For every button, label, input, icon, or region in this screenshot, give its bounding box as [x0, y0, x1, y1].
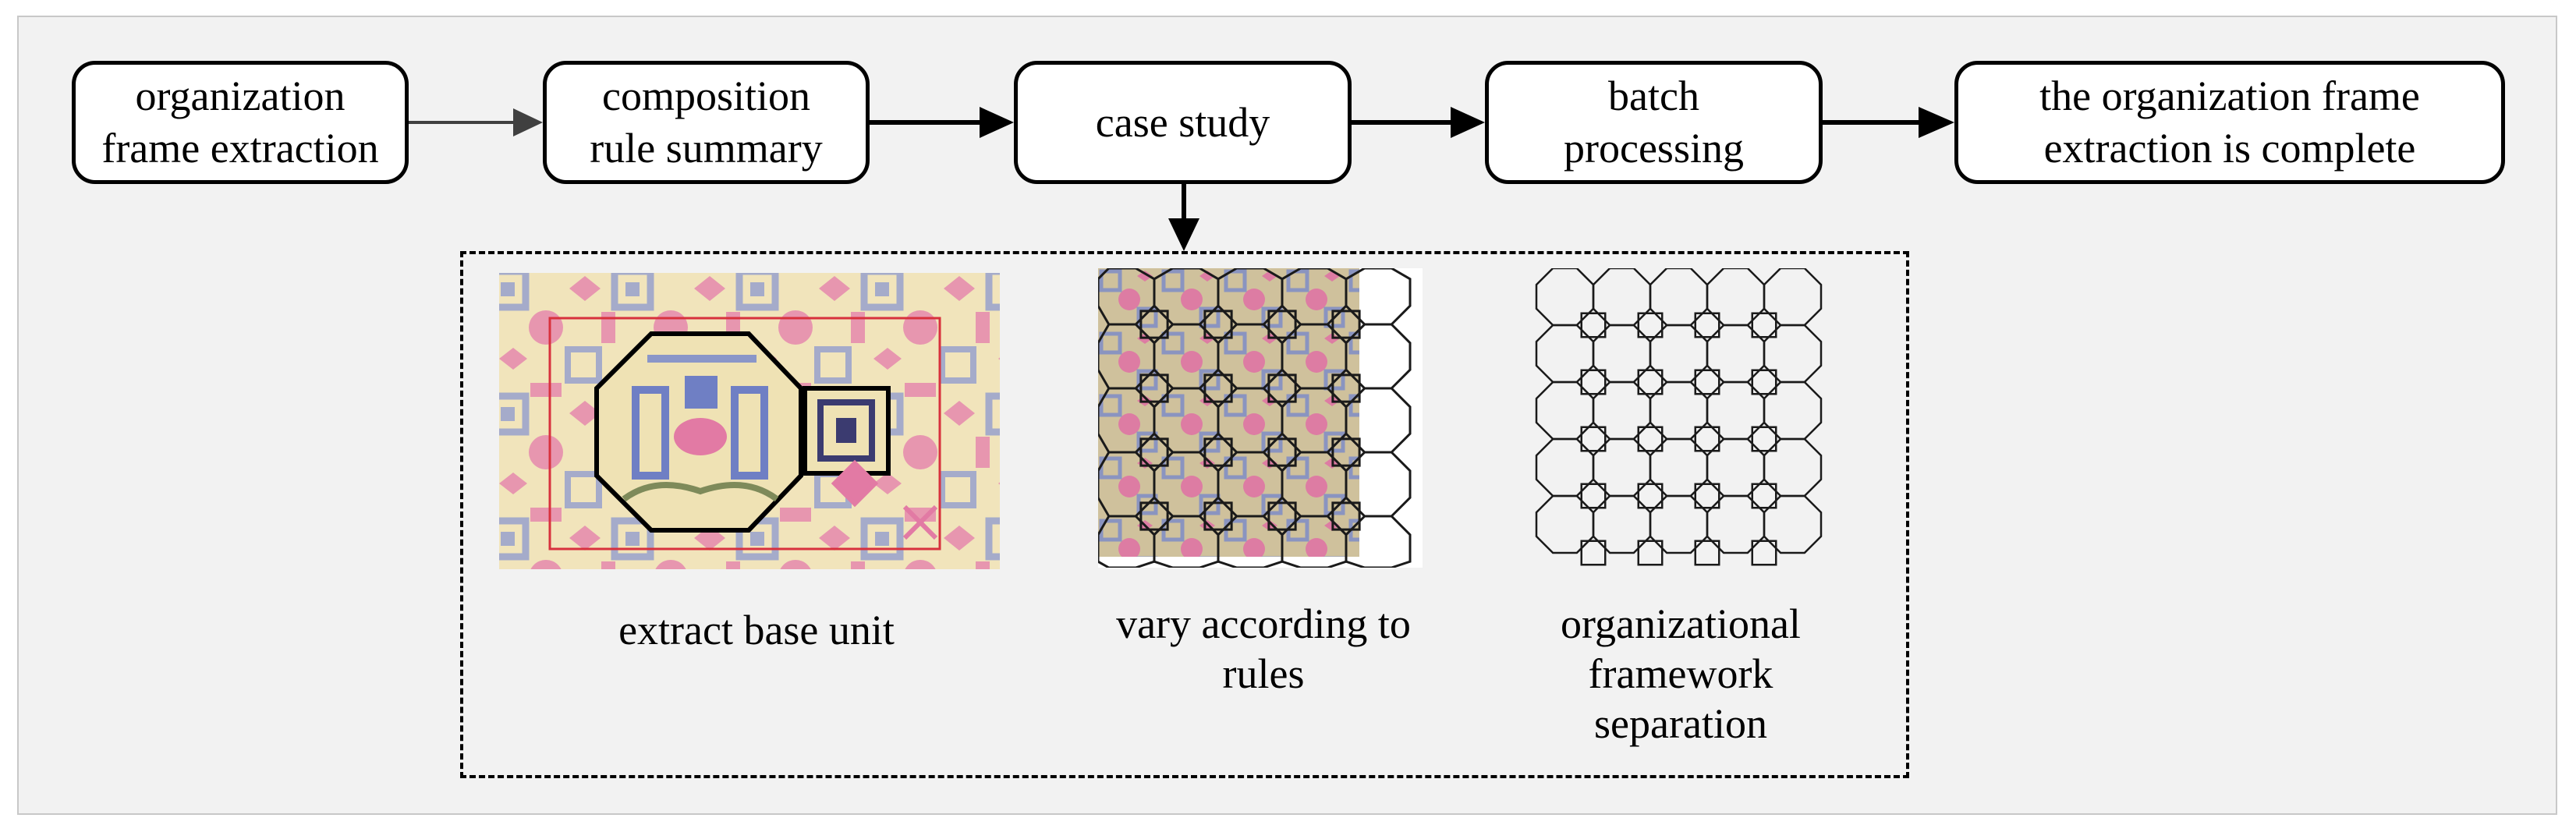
- square-cell: [1580, 426, 1607, 452]
- varied-pattern-image: [1098, 268, 1423, 568]
- step-label: composition rule summary: [590, 73, 823, 172]
- caption-vary-according-to-rules: vary according to rules: [1088, 599, 1439, 699]
- square-cell: [1331, 374, 1361, 403]
- step-label: batch processing: [1564, 73, 1744, 172]
- caption-text: extract base unit: [618, 607, 895, 653]
- framework-separation-image: [1535, 268, 1831, 568]
- square-cell: [1694, 369, 1720, 395]
- step-batch-processing: batch processing: [1485, 61, 1823, 184]
- square-cell: [1751, 426, 1777, 452]
- square-cell: [1580, 540, 1607, 566]
- octagon-grid-overlay: [1098, 268, 1412, 568]
- base-unit-fabric-image: [499, 273, 1000, 569]
- octagon-cell: [1535, 494, 1595, 554]
- square-cell: [1751, 369, 1777, 395]
- base-unit-square-motif: [817, 399, 875, 462]
- square-cell: [1267, 501, 1297, 531]
- caption-text: organizational framework separation: [1561, 600, 1801, 747]
- square-cell: [1694, 540, 1720, 566]
- octagon-cell: [1592, 494, 1652, 554]
- step-case-study: case study: [1014, 61, 1352, 184]
- square-cell: [1694, 312, 1720, 338]
- square-cell: [1267, 374, 1297, 403]
- square-cell: [1637, 369, 1664, 395]
- square-cell: [1751, 312, 1777, 338]
- arrow-extraction-to-summary: [409, 108, 543, 136]
- caption-organizational-framework-separation: organizational framework separation: [1505, 599, 1856, 749]
- square-cell: [1637, 312, 1664, 338]
- square-cell: [1751, 483, 1777, 509]
- square-cell: [1203, 437, 1233, 467]
- octagon-cell: [1217, 515, 1284, 568]
- step-label: case study: [1095, 98, 1270, 146]
- step-organization-frame-extraction: organization frame extraction: [72, 61, 409, 184]
- case-study-detail-frame: [460, 251, 1909, 778]
- step-extraction-complete: the organization frame extraction is com…: [1954, 61, 2505, 184]
- octagon-cell: [1649, 494, 1709, 554]
- caption-text: vary according to rules: [1116, 600, 1411, 697]
- step-label: the organization frame extraction is com…: [2039, 73, 2420, 172]
- base-unit-motif: [622, 355, 779, 502]
- square-cell: [1331, 310, 1361, 339]
- square-cell: [1694, 426, 1720, 452]
- arrow-batch-to-complete: [1823, 107, 1954, 138]
- octagon-cell: [1763, 494, 1823, 554]
- square-cell: [1139, 437, 1169, 467]
- square-cell: [1331, 501, 1361, 531]
- square-cell: [1637, 483, 1664, 509]
- octagon-cell: [1098, 515, 1156, 568]
- step-composition-rule-summary: composition rule summary: [543, 61, 870, 184]
- square-cell: [1203, 501, 1233, 531]
- octagon-cell: [1153, 515, 1220, 568]
- square-cell: [1331, 437, 1361, 467]
- square-cell: [1203, 374, 1233, 403]
- square-cell: [1580, 312, 1607, 338]
- square-cell: [1267, 437, 1297, 467]
- square-cell: [1139, 310, 1169, 339]
- octagon-framework-lines: [1535, 268, 1823, 566]
- arrow-case-study-to-detail: [1168, 183, 1199, 251]
- square-cell: [1751, 540, 1777, 566]
- octagon-cell: [1706, 494, 1766, 554]
- square-cell: [1694, 483, 1720, 509]
- octagon-cell: [1345, 515, 1412, 568]
- arrow-case-study-to-batch: [1352, 107, 1485, 138]
- square-cell: [1267, 310, 1297, 339]
- square-cell: [1637, 540, 1664, 566]
- square-cell: [1203, 310, 1233, 339]
- square-cell: [1580, 483, 1607, 509]
- square-cell: [1139, 374, 1169, 403]
- caption-extract-base-unit: extract base unit: [538, 605, 975, 655]
- square-cell: [1139, 501, 1169, 531]
- square-cell: [1637, 426, 1664, 452]
- step-label: organization frame extraction: [101, 73, 379, 172]
- octagon-cell: [1281, 515, 1348, 568]
- square-cell: [1580, 369, 1607, 395]
- arrow-summary-to-case-study: [870, 107, 1014, 138]
